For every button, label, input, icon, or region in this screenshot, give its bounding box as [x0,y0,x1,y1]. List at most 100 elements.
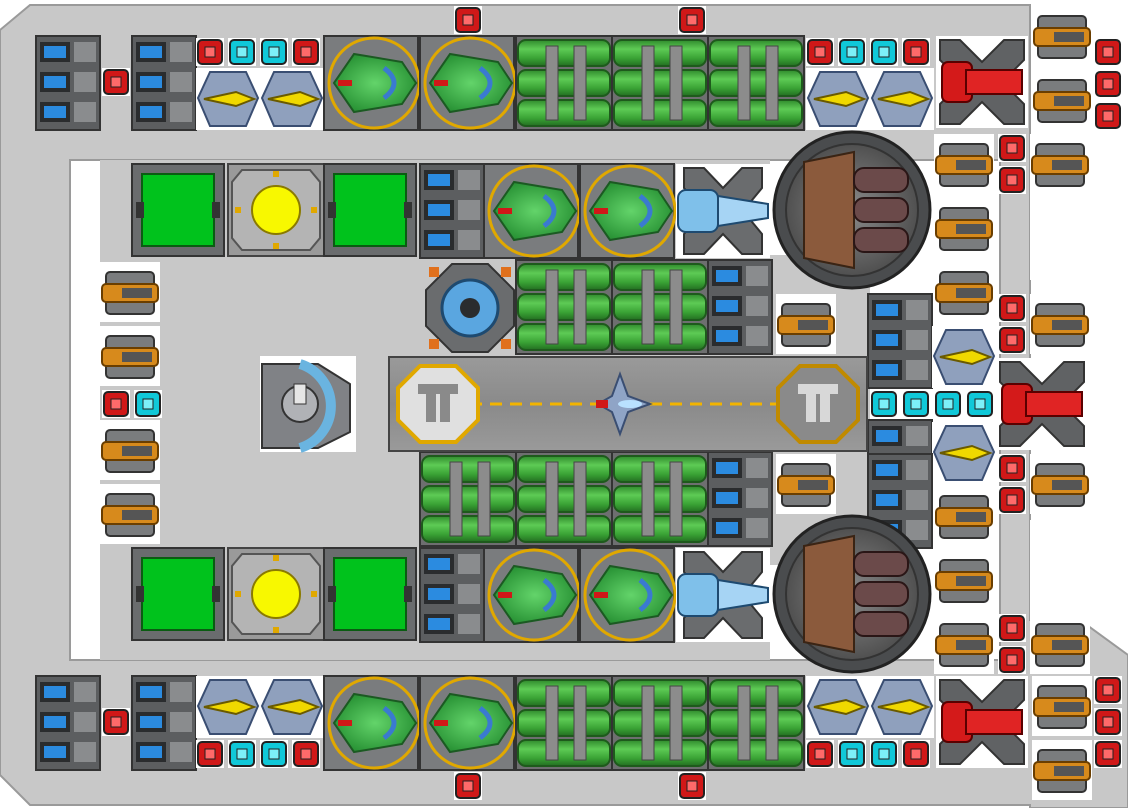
armor-node-cyan[interactable] [966,390,994,418]
cockpit[interactable] [483,547,581,643]
armor-node-cyan[interactable] [870,740,898,768]
laser-turret[interactable] [996,358,1088,450]
fighter-craft[interactable] [595,371,653,437]
battery-cell[interactable] [35,35,101,131]
missile-launcher[interactable] [260,676,324,738]
fuel-tank[interactable] [419,451,517,547]
armor-node-cyan[interactable] [260,740,288,768]
fuel-tank[interactable] [707,675,805,771]
missile-launcher[interactable] [196,68,260,130]
armor-node-red[interactable] [806,740,834,768]
battery-cell[interactable] [867,293,933,389]
armor-node-red[interactable] [1094,708,1122,736]
armor-node-cyan[interactable] [838,38,866,66]
ion-thruster[interactable] [676,548,770,642]
armor-node-red[interactable] [454,772,482,800]
fuel-tank[interactable] [515,35,613,131]
cockpit[interactable] [323,35,421,131]
armor-node-red[interactable] [678,6,706,34]
flak-cannon[interactable] [934,262,994,322]
armor-node-cyan[interactable] [838,740,866,768]
flak-cannon[interactable] [100,262,160,322]
battery-cell[interactable] [707,259,773,355]
reactor-core[interactable] [227,547,325,641]
cockpit[interactable] [579,547,677,643]
armor-node-red[interactable] [998,326,1026,354]
armor-node-cyan[interactable] [260,38,288,66]
flak-cannon[interactable] [934,550,994,610]
armor-node-red[interactable] [102,68,130,96]
armor-node-red[interactable] [998,166,1026,194]
armor-node-red[interactable] [998,486,1026,514]
ion-thruster[interactable] [676,164,770,258]
armor-node-red[interactable] [806,38,834,66]
solar-panel[interactable] [131,547,225,641]
battery-cell[interactable] [707,451,773,547]
missile-launcher[interactable] [196,676,260,738]
fuel-tank[interactable] [515,451,613,547]
reactor-core[interactable] [227,163,325,257]
armor-node-cyan[interactable] [902,390,930,418]
flak-cannon[interactable] [1032,70,1092,130]
fuel-tank[interactable] [515,259,613,355]
armor-node-red[interactable] [1094,38,1122,66]
missile-launcher[interactable] [260,68,324,130]
armor-node-red[interactable] [1094,102,1122,130]
missile-launcher[interactable] [806,676,870,738]
flak-cannon[interactable] [934,198,994,258]
armor-node-cyan[interactable] [228,38,256,66]
battery-cell[interactable] [35,675,101,771]
solar-panel[interactable] [323,547,417,641]
solar-panel[interactable] [131,163,225,257]
armor-node-red[interactable] [998,646,1026,674]
laser-turret[interactable] [936,676,1028,768]
fuel-tank[interactable] [611,451,709,547]
flak-cannon[interactable] [934,614,994,674]
armor-node-red[interactable] [1094,676,1122,704]
armor-node-cyan[interactable] [870,38,898,66]
flak-cannon[interactable] [776,454,836,514]
fuel-tank[interactable] [515,675,613,771]
armor-node-red[interactable] [1094,70,1122,98]
battery-cell[interactable] [131,35,197,131]
missile-launcher[interactable] [806,68,870,130]
fuel-tank[interactable] [611,35,709,131]
flak-cannon[interactable] [100,326,160,386]
flak-cannon[interactable] [1030,294,1090,354]
flak-cannon[interactable] [776,294,836,354]
armor-node-red[interactable] [102,390,130,418]
armor-node-red[interactable] [196,38,224,66]
gatling-turret[interactable] [772,514,932,674]
armor-node-cyan[interactable] [134,390,162,418]
flak-cannon[interactable] [100,420,160,480]
command-dome[interactable] [260,356,356,453]
armor-node-red[interactable] [998,614,1026,642]
armor-node-red[interactable] [1094,740,1122,768]
gatling-turret[interactable] [772,130,932,290]
armor-node-red[interactable] [292,740,320,768]
armor-node-red[interactable] [102,708,130,736]
missile-launcher[interactable] [932,422,996,484]
battery-cell[interactable] [419,163,485,259]
armor-node-red[interactable] [678,772,706,800]
flak-cannon[interactable] [100,484,160,544]
flak-cannon[interactable] [934,486,994,546]
cockpit[interactable] [323,675,421,771]
fuel-tank[interactable] [611,259,709,355]
flak-cannon[interactable] [1030,454,1090,514]
armor-node-red[interactable] [998,134,1026,162]
armor-node-red[interactable] [902,740,930,768]
armor-node-red[interactable] [902,38,930,66]
cockpit[interactable] [419,675,517,771]
missile-launcher[interactable] [870,68,934,130]
armor-node-red[interactable] [196,740,224,768]
armor-node-cyan[interactable] [870,390,898,418]
solar-panel[interactable] [323,163,417,257]
flak-cannon[interactable] [934,134,994,194]
battery-cell[interactable] [131,675,197,771]
hangar-bay[interactable] [388,356,868,452]
missile-launcher[interactable] [932,326,996,388]
shield-node[interactable] [425,263,515,353]
laser-turret[interactable] [936,36,1028,128]
armor-node-red[interactable] [998,294,1026,322]
